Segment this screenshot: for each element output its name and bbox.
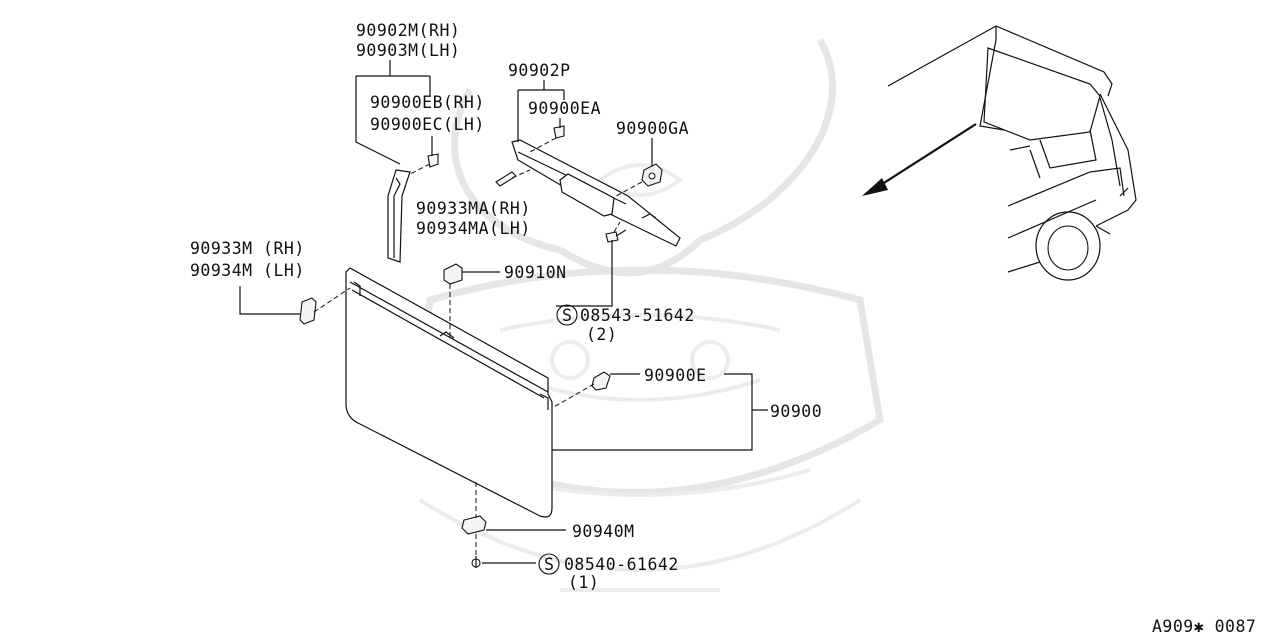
label-90902P: 90902P xyxy=(508,61,571,80)
screw-08543 xyxy=(605,229,627,243)
screw-symbol-letter: S xyxy=(562,306,572,325)
label-08540: 08540-61642 xyxy=(564,555,679,574)
clip-90933MA xyxy=(495,171,517,187)
clip-90900GA xyxy=(641,163,663,187)
label-90902M: 90902M(RH) xyxy=(356,21,460,40)
clip-90900E xyxy=(591,371,611,391)
label-90900E: 90900E xyxy=(644,366,707,385)
diagram-id: A909✱ 0087 xyxy=(1152,617,1256,636)
label-08543: 08543-51642 xyxy=(580,306,695,325)
label-90940M: 90940M xyxy=(572,522,635,541)
screw-08540 xyxy=(471,556,481,568)
label-08543-qty: (2) xyxy=(586,325,617,344)
screw-symbol-icon: S xyxy=(556,304,578,326)
label-90934M: 90934M (LH) xyxy=(190,261,305,280)
screw-symbol-letter-2: S xyxy=(544,555,554,574)
label-90900GA: 90900GA xyxy=(616,119,689,138)
label-90933M: 90933M (RH) xyxy=(190,239,305,258)
upper-finisher xyxy=(511,139,681,247)
label-90900EC: 90900EC(LH) xyxy=(370,115,485,134)
side-panel xyxy=(345,267,553,518)
part-labels: 90902M(RH) 90903M(LH) 90900EB(RH) 90900E… xyxy=(190,21,1256,636)
pillar-trim-strip xyxy=(387,169,411,263)
direction-arrow-icon xyxy=(862,123,977,196)
label-90900EB: 90900EB(RH) xyxy=(370,93,485,112)
clip-90910N xyxy=(443,263,463,285)
label-90933MA: 90933MA(RH) xyxy=(416,199,531,218)
label-90903M: 90903M(LH) xyxy=(356,41,460,60)
clip-90933M xyxy=(299,297,317,325)
vehicle-rear-view xyxy=(887,25,1137,281)
screw-symbol-icon-2: S xyxy=(538,553,560,575)
label-90910N: 90910N xyxy=(504,263,567,282)
clip-90940M xyxy=(461,515,487,535)
label-90900EA: 90900EA xyxy=(528,99,601,118)
leader-lines xyxy=(239,60,768,564)
clip-90900EB xyxy=(427,153,439,168)
label-08540-qty: (1) xyxy=(568,573,599,592)
assembly-dashed-lines xyxy=(313,137,643,556)
label-90934MA: 90934MA(LH) xyxy=(416,219,531,238)
clip-90900EA xyxy=(553,125,565,139)
label-90900: 90900 xyxy=(770,402,822,421)
